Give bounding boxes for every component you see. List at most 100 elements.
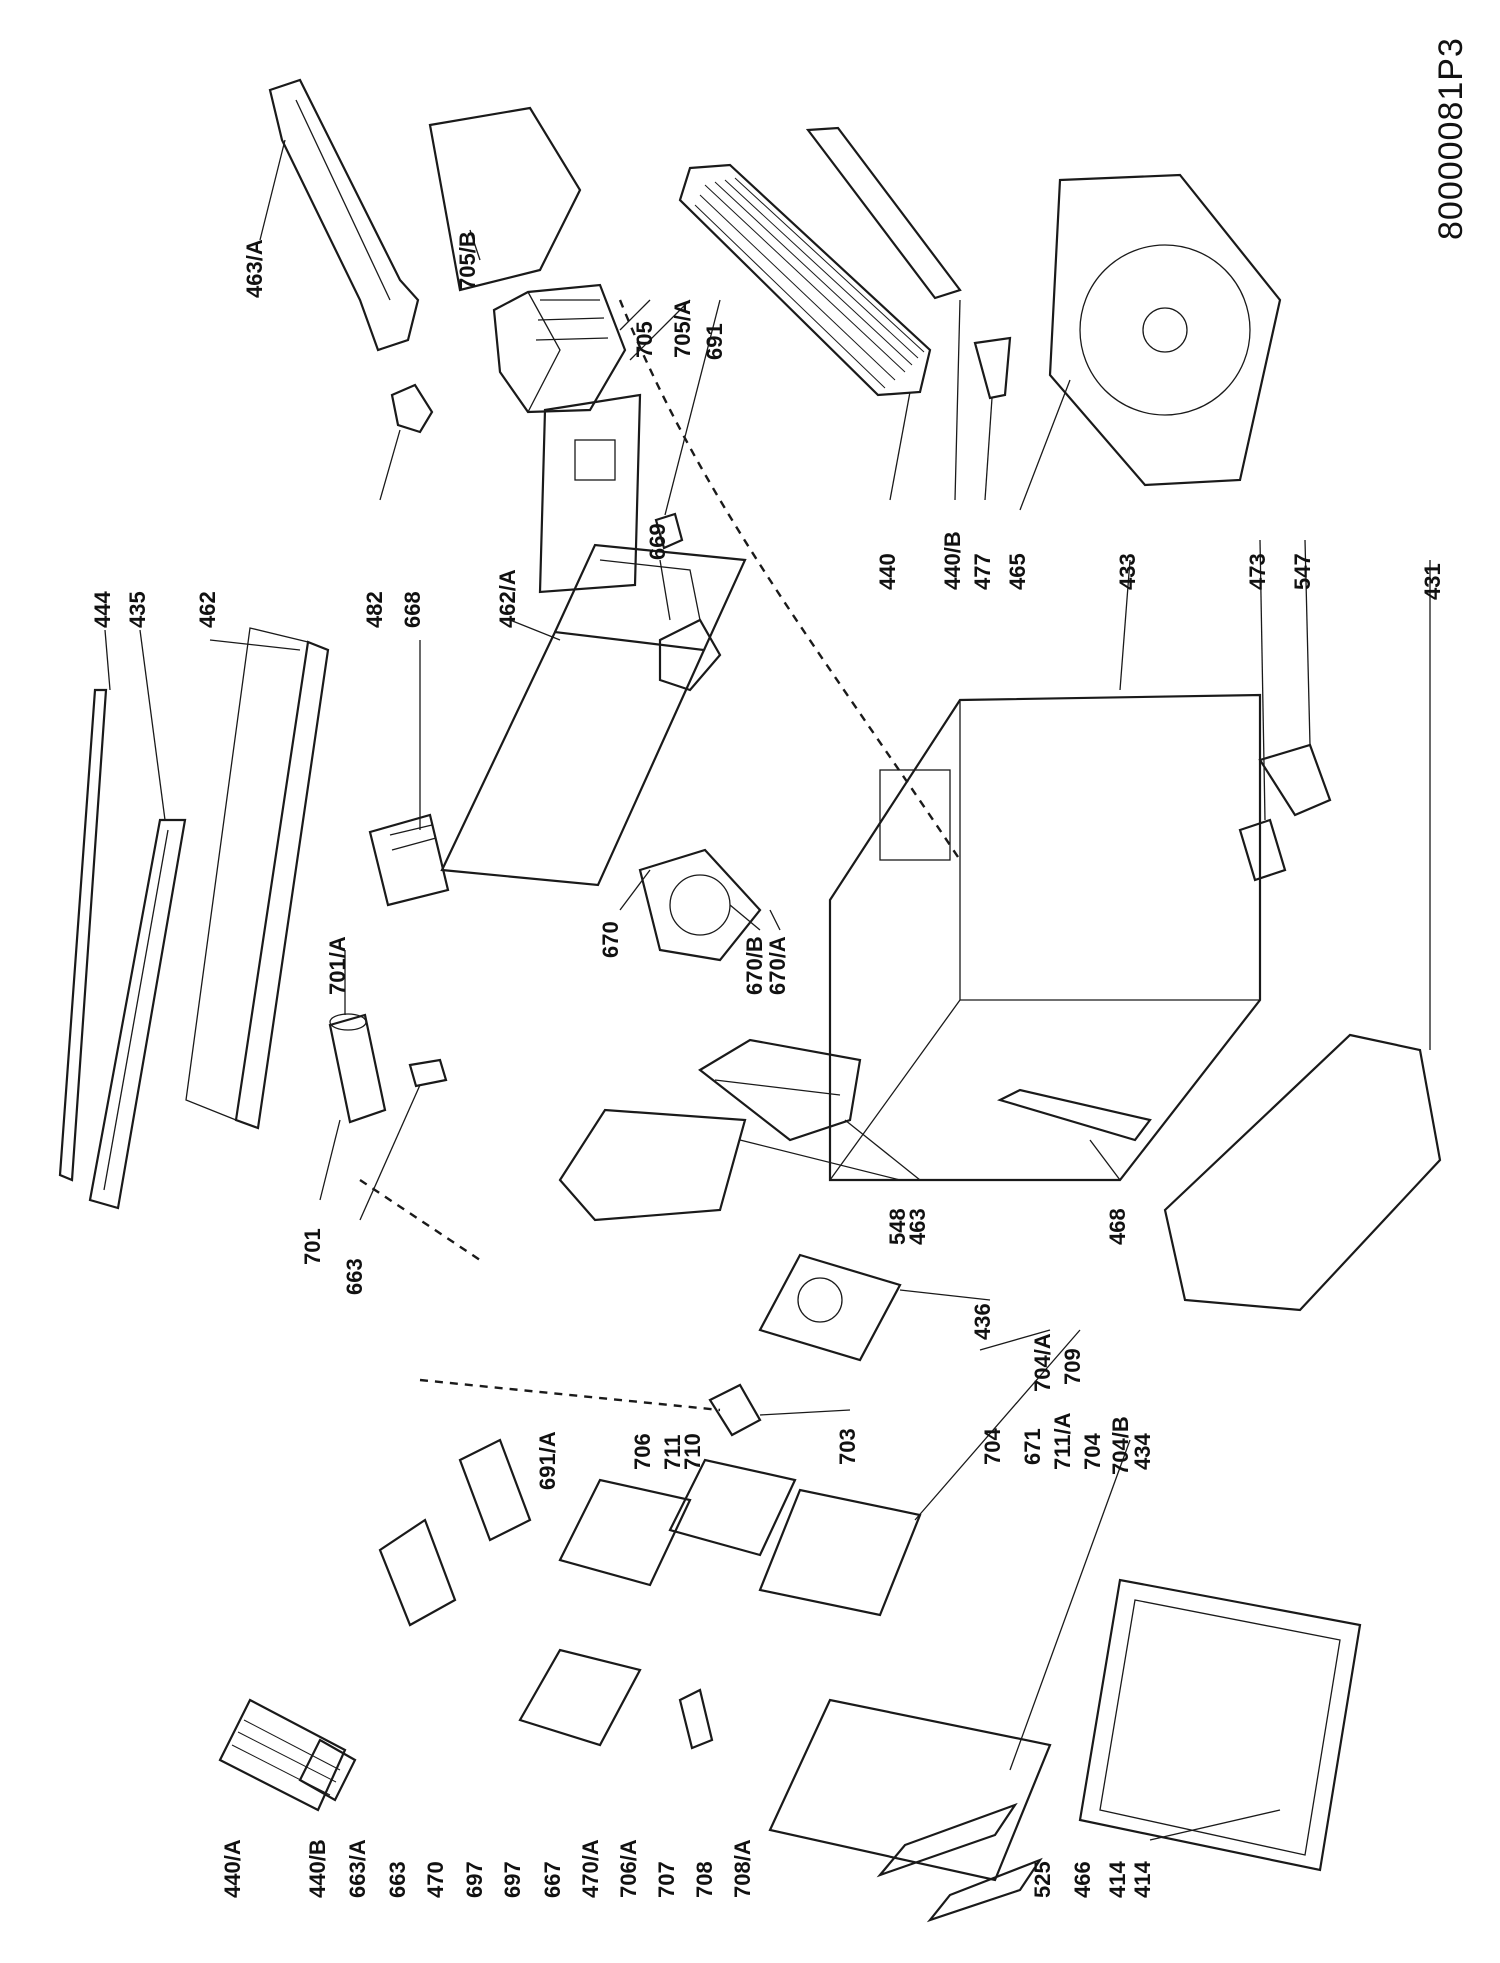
part-434-front-panel <box>768 1698 1052 1882</box>
label-706: 706 <box>630 1433 655 1470</box>
part-465-base-plate <box>1048 173 1282 487</box>
label-431: 431 <box>1420 563 1445 600</box>
part-705A-plate <box>538 393 642 594</box>
label-711: 711 <box>660 1435 685 1471</box>
part-709-control-strip <box>758 1488 922 1617</box>
label-697: 697 <box>462 1861 487 1898</box>
label-463A: 463/A <box>242 239 267 298</box>
label-470A: 470/A <box>578 1839 603 1898</box>
label-436: 436 <box>970 1303 995 1340</box>
label-440B-right: 440/B <box>940 531 965 590</box>
label-704: 704 <box>980 1428 1005 1465</box>
label-525: 525 <box>1030 1861 1055 1898</box>
assembly-line-2 <box>359 1179 481 1261</box>
part-548-bracket <box>558 1108 747 1222</box>
label-667: 667 <box>540 1861 565 1898</box>
label-691: 691 <box>702 323 727 360</box>
label-462A: 462/A <box>495 569 520 628</box>
label-706A: 706/A <box>616 1839 641 1898</box>
part-463A-duct <box>268 78 420 352</box>
label-433: 433 <box>1115 553 1140 590</box>
document-id: 80000081P3 <box>1432 37 1470 240</box>
part-462-panel <box>185 627 330 1130</box>
label-671: 671 <box>1020 1428 1045 1465</box>
label-470: 470 <box>423 1861 448 1898</box>
part-440A-grille-left <box>218 1698 347 1812</box>
label-669: 669 <box>645 523 670 560</box>
label-434: 434 <box>1130 1433 1155 1470</box>
part-477-latch <box>973 336 1012 400</box>
label-704B: 704/B <box>1108 1416 1133 1475</box>
label-414-2: 414 <box>1130 1861 1155 1898</box>
label-670B: 670/B <box>742 936 767 995</box>
part-707-708-parts <box>678 1688 714 1750</box>
part-668-transformer <box>368 813 450 907</box>
label-group: 444 435 462 482 668 462/A 669 440 440/B … <box>90 231 1445 1898</box>
part-431-door-glass <box>1163 1033 1442 1312</box>
label-482: 482 <box>362 591 387 628</box>
label-547: 547 <box>1290 553 1315 590</box>
label-711A: 711/A <box>1050 1412 1075 1470</box>
part-691-small <box>654 512 684 550</box>
label-663-b: 663 <box>385 1861 410 1898</box>
label-440A: 440/A <box>220 1839 245 1898</box>
part-669-motor <box>658 618 722 692</box>
part-440-grille <box>678 163 932 397</box>
label-705A: 705/A <box>670 299 695 358</box>
part-697-667-assembly <box>518 1648 642 1747</box>
label-691A: 691/A <box>535 1431 560 1490</box>
part-440B-strip-left <box>298 1738 357 1802</box>
part-462A-chassis <box>440 543 747 887</box>
label-668: 668 <box>400 591 425 628</box>
part-444-strip <box>58 688 108 1182</box>
part-440B-strip-right <box>805 126 962 300</box>
part-706-box <box>558 1478 692 1587</box>
part-663A-plate <box>378 1518 457 1627</box>
label-709: 709 <box>1060 1348 1085 1385</box>
label-465: 465 <box>1005 553 1030 590</box>
label-670: 670 <box>598 921 623 958</box>
part-701-capacitor <box>328 1013 387 1124</box>
part-711-panel <box>668 1458 797 1557</box>
label-414: 414 <box>1105 1861 1130 1898</box>
label-697-2: 697 <box>500 1861 525 1898</box>
part-463-control-box <box>698 1038 862 1142</box>
part-525-466-strips <box>876 1802 1043 1923</box>
part-473-bracket <box>1238 818 1287 882</box>
label-707: 707 <box>654 1861 679 1898</box>
part-705B-cover <box>428 106 582 292</box>
part-468-rail <box>997 1088 1152 1142</box>
label-708: 708 <box>692 1861 717 1898</box>
label-440: 440 <box>875 553 900 590</box>
part-703-switch <box>708 1383 762 1437</box>
part-547-hinge <box>1258 743 1332 817</box>
label-705: 705 <box>632 321 657 358</box>
part-435-frame <box>88 818 187 1210</box>
part-433-cavity <box>828 693 1262 1182</box>
label-440B-left: 440/B <box>305 1839 330 1898</box>
part-663-diode <box>408 1058 448 1088</box>
label-435: 435 <box>125 591 150 628</box>
label-473: 473 <box>1245 553 1270 590</box>
part-691A-bracket <box>458 1438 532 1542</box>
label-701A: 701/A <box>325 936 350 995</box>
label-701: 701 <box>300 1228 325 1265</box>
label-462: 462 <box>195 591 220 628</box>
label-444: 444 <box>90 591 115 628</box>
label-670A: 670/A <box>765 936 790 995</box>
label-477: 477 <box>970 553 995 590</box>
label-705B: 705/B <box>455 231 480 290</box>
label-663: 663 <box>342 1258 367 1295</box>
leader-lines <box>104 139 1431 1841</box>
part-414-door <box>1078 1578 1362 1872</box>
label-703: 703 <box>835 1428 860 1465</box>
part-436-timer-plate <box>758 1253 902 1362</box>
label-710: 710 <box>680 1433 705 1470</box>
assembly-line-1 <box>618 299 961 861</box>
label-663A: 663/A <box>345 1839 370 1898</box>
part-482-motor <box>390 383 434 434</box>
label-704A: 704/A <box>1030 1333 1055 1392</box>
label-466: 466 <box>1070 1861 1095 1898</box>
label-468: 468 <box>1105 1208 1130 1245</box>
